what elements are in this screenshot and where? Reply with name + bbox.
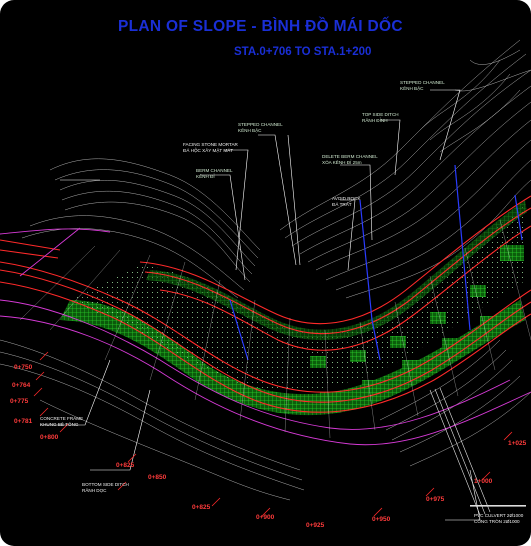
leader-lines bbox=[40, 89, 481, 521]
station-label: 0+975 bbox=[426, 496, 445, 503]
station-label: 1+000 bbox=[474, 478, 493, 485]
station-label: 0+750 bbox=[14, 364, 33, 371]
station-label: 0+800 bbox=[40, 434, 59, 441]
station-label: 0+850 bbox=[148, 474, 167, 481]
section-lines bbox=[19, 219, 531, 439]
station-label: 0+764 bbox=[12, 382, 31, 389]
road-edges bbox=[0, 195, 531, 413]
magenta-lines bbox=[0, 227, 531, 446]
station-ticks bbox=[33, 351, 513, 517]
station-label: 0+950 bbox=[372, 516, 391, 523]
station-label: 0+781 bbox=[14, 418, 33, 425]
blue-lines bbox=[229, 164, 523, 361]
station-label: 0+825 bbox=[192, 504, 211, 511]
culvert-pipe bbox=[429, 387, 491, 516]
contour-lines bbox=[0, 39, 531, 501]
station-label: 0+900 bbox=[256, 514, 275, 521]
drawing-subtitle: STA.0+706 TO STA.1+200 bbox=[234, 46, 372, 58]
station-label: 0+825 bbox=[116, 462, 135, 469]
station-label: 0+925 bbox=[306, 522, 325, 529]
station-label: 0+775 bbox=[10, 398, 29, 405]
station-label: 1+025 bbox=[508, 440, 527, 447]
drawing-title: PLAN OF SLOPE - BÌNH ĐỒ MÁI DỐC bbox=[118, 18, 403, 35]
scale-bar bbox=[470, 505, 526, 507]
